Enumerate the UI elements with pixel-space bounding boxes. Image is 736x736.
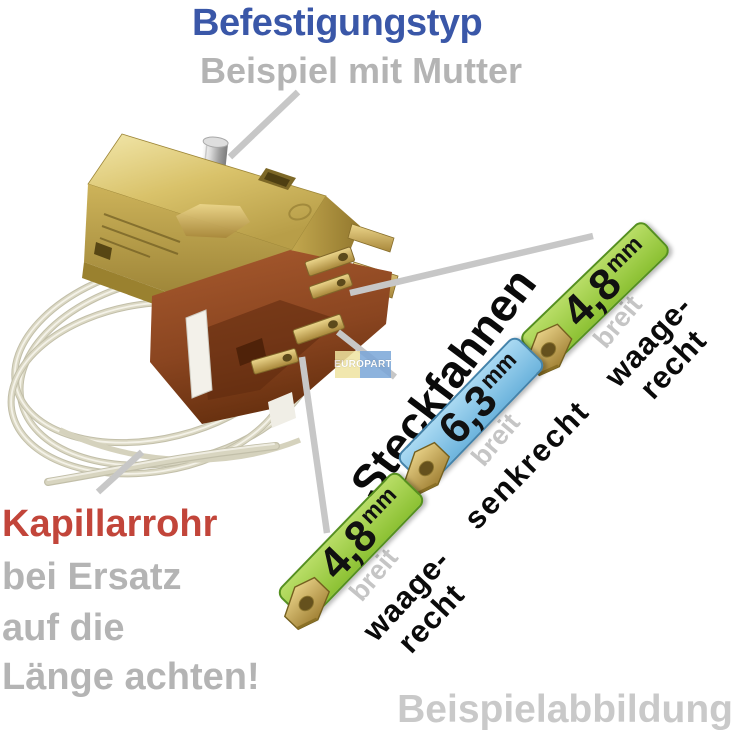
bakelite-base xyxy=(150,250,392,428)
spade-terminals xyxy=(250,246,355,375)
capillary-note-line3: Länge achten! xyxy=(2,656,260,698)
mounting-tab xyxy=(347,223,395,253)
capillary-note-line2: auf die xyxy=(2,607,125,649)
plastic-clip xyxy=(185,309,213,399)
example-image-note: Beispielabbildung xyxy=(397,688,733,731)
spade-terminal-icon xyxy=(283,576,331,631)
pointer-line-shaft xyxy=(227,89,301,160)
body-right-face xyxy=(292,196,360,300)
europart-watermark: EUROPART xyxy=(334,351,392,378)
pointer-line-capillary xyxy=(95,449,145,495)
page-title: Befestigungstyp xyxy=(192,2,483,44)
spade-terminal-icon xyxy=(403,441,451,496)
kapillarrohr-label: Kapillarrohr xyxy=(2,503,218,545)
page-subtitle: Beispiel mit Mutter xyxy=(200,50,523,91)
thermostat-body xyxy=(82,133,399,428)
plastic-clip xyxy=(268,392,296,428)
pointer-line-terminal-bottom xyxy=(298,356,331,534)
capillary-note-line1: bei Ersatz xyxy=(2,556,182,598)
capillary-sensor-tip xyxy=(44,427,302,486)
pointer-line-terminal-right xyxy=(349,232,594,297)
